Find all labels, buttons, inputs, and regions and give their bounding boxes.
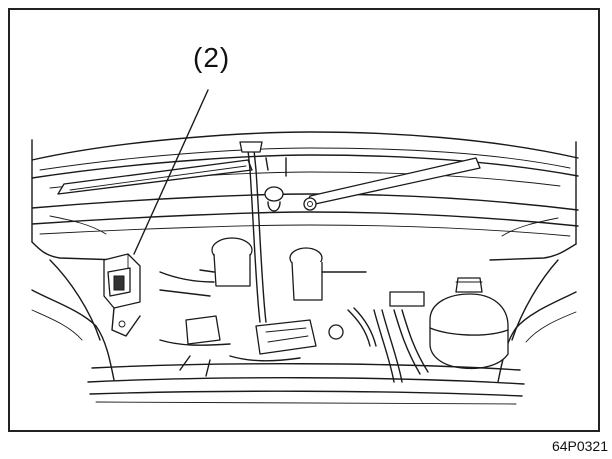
figure-code: 64P0321 [551, 438, 608, 454]
hood-prop-rod [239, 141, 267, 323]
hood-hinges [31, 139, 577, 245]
brake-reservoir [199, 237, 367, 301]
left-fender [31, 241, 121, 381]
cowl-panel [31, 193, 579, 237]
figure-frame: (2) [8, 8, 600, 432]
engine-components [159, 271, 377, 377]
coolant-reservoir [429, 277, 509, 370]
right-fender [489, 243, 577, 383]
wiper-arm-left [57, 159, 253, 195]
hoses-right [373, 291, 429, 383]
wiper-pivots [264, 157, 287, 212]
radiator-support [87, 363, 525, 405]
engine-bay-illustration [31, 89, 579, 405]
wiper-arm-right [303, 157, 481, 211]
callout-leader-line [133, 89, 209, 255]
relay-box [103, 253, 141, 337]
callout-label: (2) [193, 42, 231, 73]
